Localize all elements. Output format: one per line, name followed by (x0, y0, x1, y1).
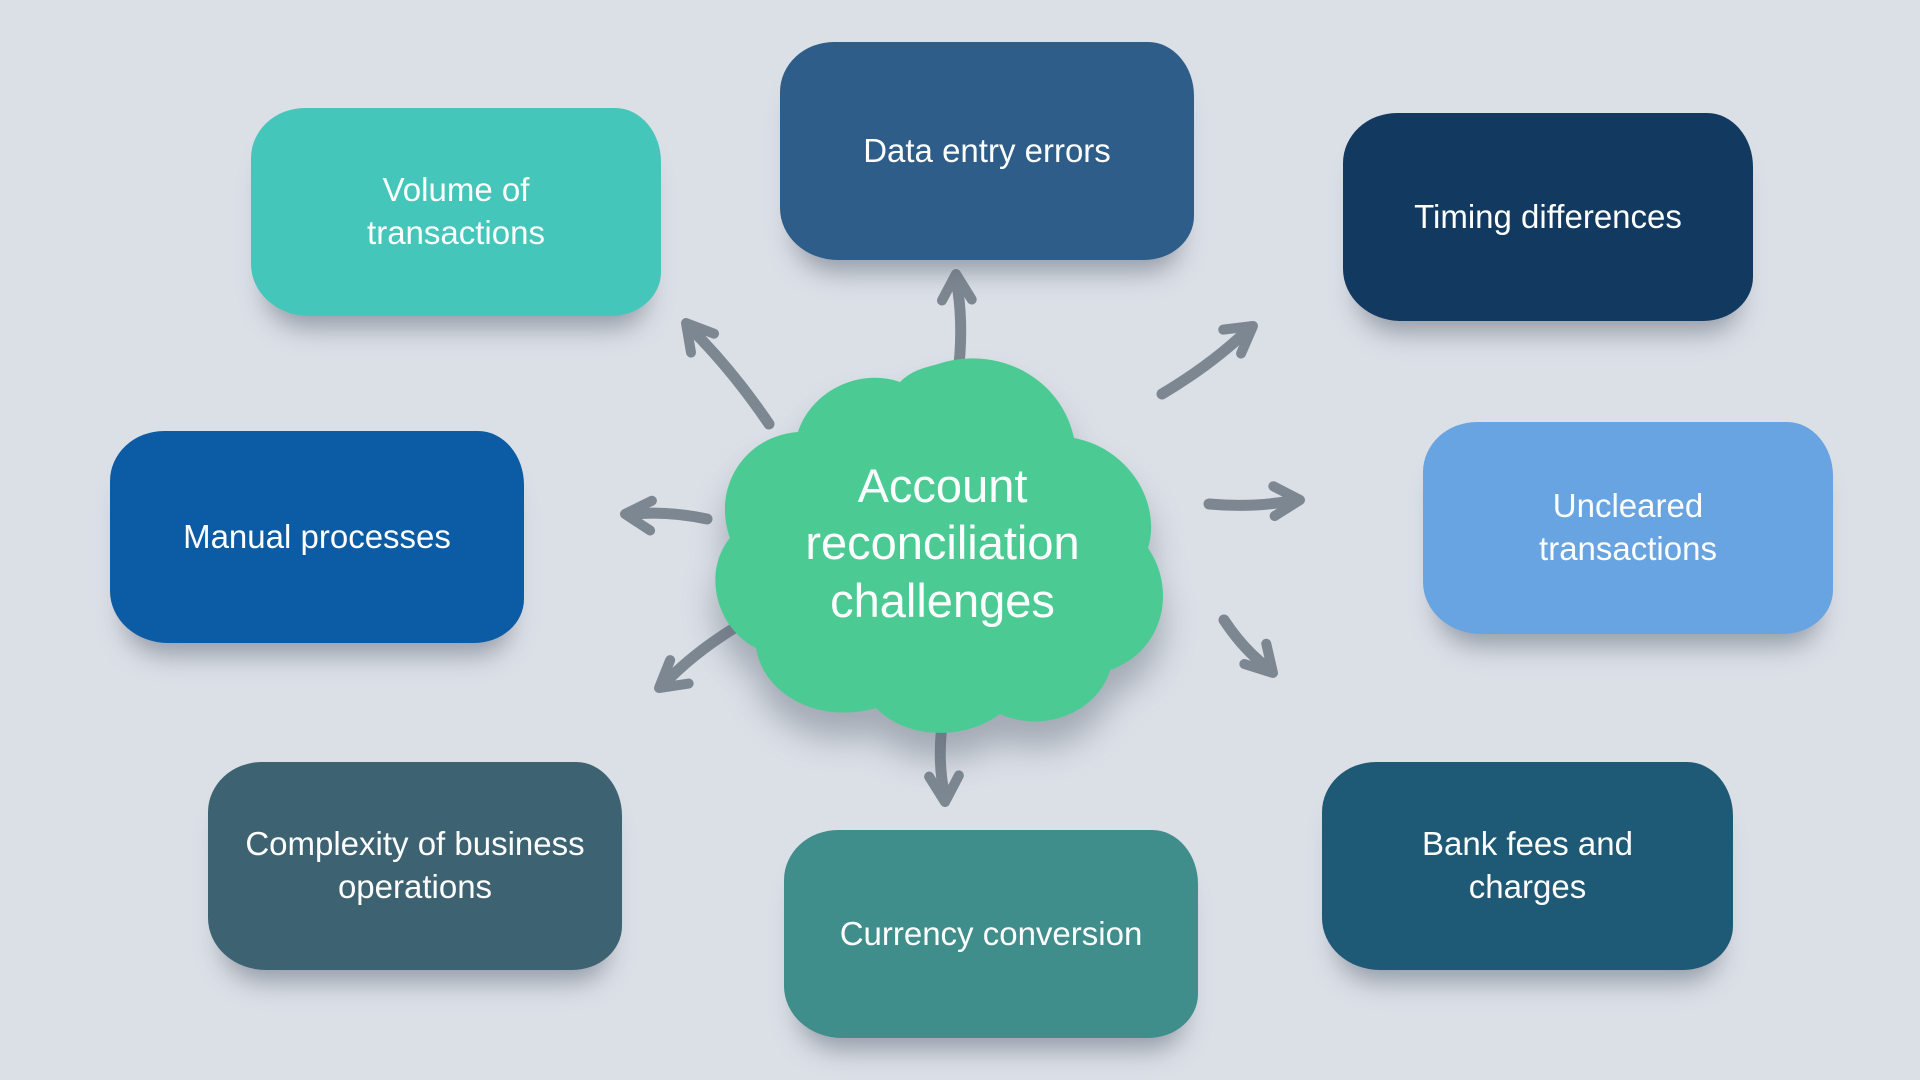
node-currency-conversion: Currency conversion (784, 830, 1198, 1038)
arrow-to-currency (924, 719, 964, 807)
central-topic-label: Account reconciliation challenges (805, 459, 1080, 627)
node-label: Bank fees and charges (1422, 825, 1633, 905)
blob-path (715, 358, 1164, 733)
node-label: Volume of transactions (367, 171, 545, 251)
node-label: Data entry errors (863, 131, 1111, 169)
node-volume-of-transactions: Volume of transactions (251, 108, 661, 316)
arrow-to-volume (681, 318, 775, 430)
arrow-to-complexity (654, 621, 742, 693)
node-label: Currency conversion (839, 914, 1143, 952)
node-label: Timing differences (1414, 197, 1682, 235)
node-label: Complexity of business operations (245, 825, 585, 905)
node-label: Manual processes (183, 517, 451, 555)
node-bank-fees-and-charges: Bank fees and charges (1322, 762, 1733, 970)
arrow-to-timing (1156, 321, 1258, 400)
node-manual-processes: Manual processes (110, 431, 524, 643)
central-topic-blob: Account reconciliation challenges (700, 352, 1185, 734)
node-timing-differences: Timing differences (1343, 113, 1753, 321)
arrow-to-uncleared (1203, 481, 1305, 522)
blob-shape-icon (715, 358, 1164, 733)
node-data-entry-errors: Data entry errors (780, 42, 1194, 260)
arrow-to-bank-fees (1218, 614, 1278, 678)
node-uncleared-transactions: Uncleared transactions (1423, 422, 1833, 634)
node-complexity-of-business-operations: Complexity of business operations (208, 762, 622, 970)
node-label: Uncleared transactions (1539, 487, 1717, 567)
arrow-to-data-entry (936, 269, 977, 371)
arrow-to-manual (620, 495, 713, 536)
